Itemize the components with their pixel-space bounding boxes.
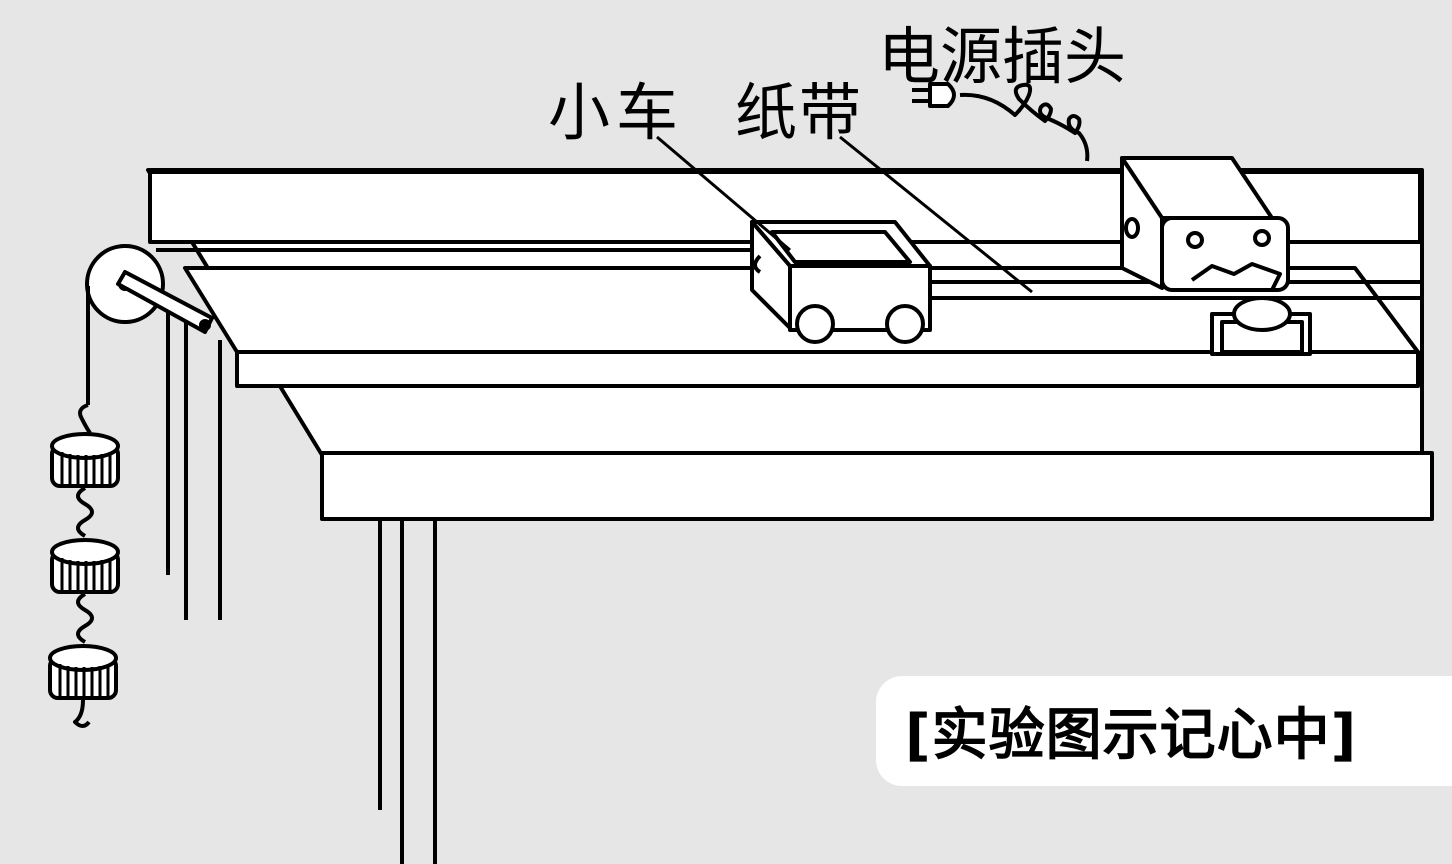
label-power-plug: 电源插头 (878, 20, 1127, 93)
cart (750, 220, 932, 344)
hanging-weights (48, 403, 120, 728)
track-board (148, 170, 1422, 388)
table-front (320, 451, 1434, 521)
caption: [实验图示记心中] (905, 703, 1358, 768)
label-cart: 小车 (548, 76, 685, 149)
caption-box (876, 676, 1452, 786)
leader-lines (656, 135, 1033, 294)
power-plug (912, 82, 1090, 162)
label-paper-tape: 纸带 (735, 76, 864, 149)
timer-device (1120, 156, 1312, 356)
pulley (85, 244, 760, 405)
table-legs (166, 310, 437, 864)
